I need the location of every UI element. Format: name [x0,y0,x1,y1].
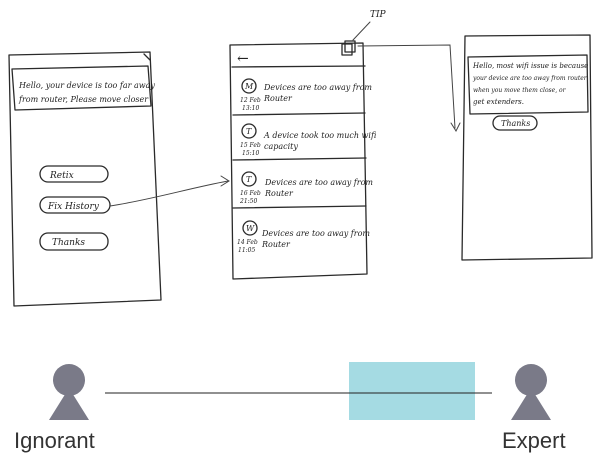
thanks-button-outline [492,115,538,131]
connector-arrowhead-2 [450,122,461,133]
retix-button-label: Retix [49,171,74,181]
ignorant-label: Ignorant [14,428,95,453]
expert-person-icon [511,364,551,420]
screen-3-phone: Hello, most wifi issue is because your d… [461,34,593,261]
avatar [241,78,257,94]
screen-3-message-box [467,54,589,115]
avatar-letter: W [246,224,255,233]
person-head [53,364,85,396]
row-text-line-2: Router [261,240,291,249]
expert-label: Expert [502,428,566,453]
tip-icon-page-back [341,43,353,56]
back-arrow-icon[interactable]: ← [237,51,249,67]
row-time: 15:10 [242,150,259,157]
row-date: 14 Feb [237,239,258,246]
fix-history-button-outline [39,196,111,214]
thanks-button-outline [39,232,109,251]
row-text-line-1: Devices are too away from [263,83,372,92]
expertise-scale [49,362,551,420]
row-text-line-2: Router [264,189,294,198]
person-head [515,364,547,396]
list-item[interactable]: W 14 Feb 11:05 Devices are too away from… [237,220,370,254]
row-divider-1 [232,112,366,116]
tip-pointer-line [352,21,371,41]
row-divider-3 [232,205,367,209]
tip-label: TIP [370,10,387,20]
row-date: 15 Feb [240,142,261,149]
person-body [49,388,89,420]
row-time: 21:50 [239,198,257,205]
list-item[interactable]: T 15 Feb 15:10 A device took too much wi… [240,123,376,157]
thanks-button-screen-3[interactable]: Thanks [492,115,538,131]
screen-1-frame [8,51,162,307]
expertise-range-bar [349,362,475,420]
screen-1-message-box [11,65,152,111]
thanks-button-label: Thanks [501,119,530,128]
screen-3-message-line-3: when you move them close, or [473,87,567,94]
screen-2-header-divider [231,65,366,68]
avatar-letter: T [246,175,252,184]
avatar [242,220,258,236]
row-date: 16 Feb [240,190,261,197]
avatar [241,123,257,139]
retix-button[interactable]: Retix [39,165,109,183]
screen-2-phone: ← TIP M 12 Feb 13:10 Devices are too awa… [229,10,387,280]
avatar-letter: M [244,82,254,91]
screen-2-frame [229,42,368,280]
row-text-line-1: Devices are too away from [261,229,370,238]
avatar [241,171,257,187]
tip-icon[interactable] [341,40,356,56]
screen-1-corner [143,53,151,61]
connector-fix-history [109,180,229,207]
person-body [511,388,551,420]
screen-3-message-line-4: get extenders. [473,98,524,106]
fix-history-button[interactable]: Fix History [39,196,111,214]
screen-1-phone: Hello, your device is too far away from … [8,51,162,307]
tip-icon-page-front [344,40,356,53]
retix-button-outline [39,165,109,183]
row-divider-2 [232,157,367,161]
thanks-button-label: Thanks [52,238,85,248]
thanks-button-screen-1[interactable]: Thanks [39,232,109,251]
row-time: 13:10 [242,105,259,112]
row-text-line-2: capacity [264,142,298,151]
ignorant-person-icon [49,364,89,420]
connector-tip [357,44,456,129]
screen-3-message-line-1: Hello, most wifi issue is because [472,62,588,70]
list-item[interactable]: M 12 Feb 13:10 Devices are too away from… [240,78,372,112]
screen-1-message-line-1: Hello, your device is too far away [18,81,155,90]
screen-3-frame [461,34,593,261]
fix-history-button-label: Fix History [47,202,100,212]
screen-1-message-line-2: from router, Please move closer [18,95,149,104]
connector-arrowhead-1 [220,175,230,187]
row-text-line-1: Devices are too away from [264,178,373,187]
row-text-line-2: Router [263,94,293,103]
row-time: 11:05 [238,247,255,254]
avatar-letter: T [246,127,252,136]
list-item[interactable]: T 16 Feb 21:50 Devices are too away from… [239,171,373,205]
screen-3-message-line-2: your device are too away from router [472,75,588,82]
row-date: 12 Feb [240,97,261,104]
row-text-line-1: A device took too much wifi [263,131,376,140]
